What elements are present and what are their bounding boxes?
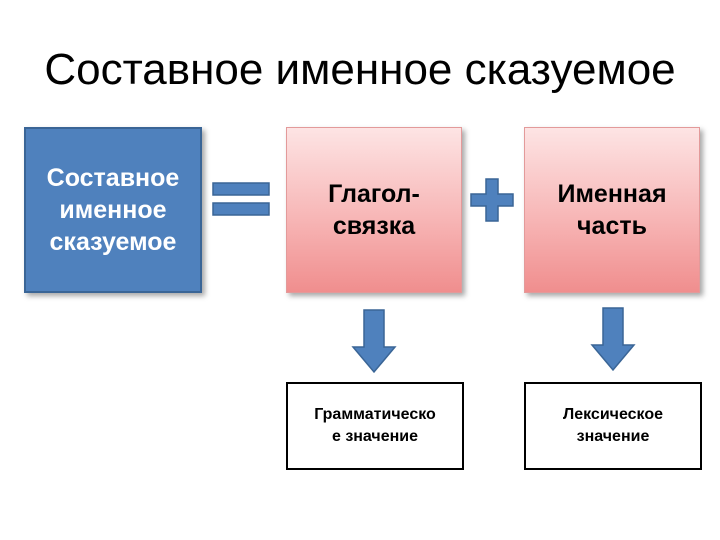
predicate-box: Составное именное сказуемое <box>24 127 202 293</box>
slide-title: Составное именное сказуемое <box>44 45 676 94</box>
lexical-meaning-box: Лексическое значение <box>524 382 702 470</box>
verb-link-box: Глагол- связка <box>286 127 462 293</box>
arrow-down-icon <box>351 309 397 374</box>
nominal-part-box: Именная часть <box>524 127 700 293</box>
arrow-down-icon <box>590 307 636 372</box>
plus-icon <box>470 178 514 222</box>
equals-icon <box>212 182 270 216</box>
grammatical-meaning-box: Грамматическо е значение <box>286 382 464 470</box>
